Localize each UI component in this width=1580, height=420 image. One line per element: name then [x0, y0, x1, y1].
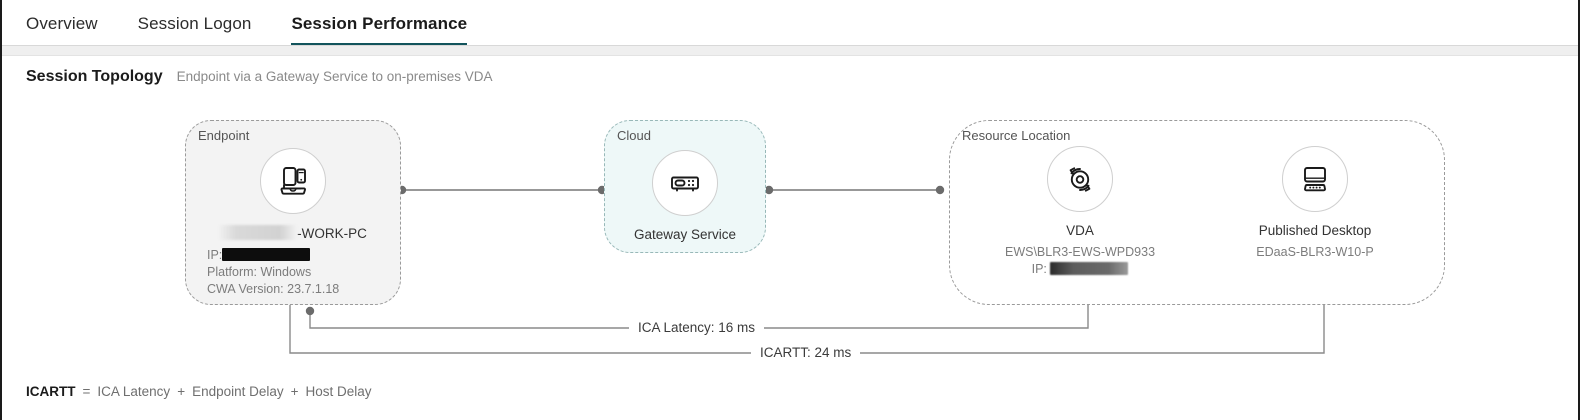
published-desktop-resource: EDaaS-BLR3-W10-P [1256, 245, 1374, 259]
node-gateway-service[interactable]: Gateway Service [585, 150, 785, 242]
ica-rtt-label: ICARTT: 24 ms [751, 345, 861, 360]
zone-resource-location: Resource Location [949, 120, 1445, 305]
published-desktop-title: Published Desktop [1258, 223, 1372, 238]
node-endpoint[interactable]: -WORK-PC IP: Platform: Windows CWA Versi… [193, 148, 393, 298]
zone-endpoint-label: Endpoint [198, 128, 250, 143]
monitor-keyboard-icon [1282, 146, 1348, 212]
formula-plus-2: + [290, 384, 299, 399]
formula-part-2: Endpoint Delay [192, 384, 284, 399]
page-title: Session Topology [26, 68, 163, 85]
tab-session-performance[interactable]: Session Performance [291, 14, 468, 46]
endpoint-cwa-version: CWA Version: 23.7.1.18 [207, 282, 340, 296]
tab-session-logon[interactable]: Session Logon [137, 14, 252, 33]
vda-details: EWS\BLR3-EWS-WPD933 IP: [980, 244, 1180, 278]
vda-ip-row: IP: [980, 261, 1180, 278]
devices-icon [260, 148, 326, 214]
vda-refresh-icon [1047, 146, 1113, 212]
endpoint-name: -WORK-PC [193, 225, 393, 241]
endpoint-ip-redaction [222, 248, 311, 261]
vda-ip-label: IP: [1031, 262, 1047, 276]
zone-cloud-label: Cloud [617, 128, 651, 143]
tab-overview[interactable]: Overview [26, 14, 98, 33]
tab-bar: Overview Session Logon Session Performan… [2, 0, 1578, 46]
vda-ip-redaction [1050, 262, 1129, 275]
vda-machine-name: EWS\BLR3-EWS-WPD933 [1004, 245, 1156, 259]
zone-resource-location-label: Resource Location [962, 128, 1071, 143]
gateway-device-icon [652, 150, 718, 216]
formula-part-1: ICA Latency [97, 384, 171, 399]
formula-part-3: Host Delay [305, 384, 372, 399]
section-header: Session Topology Endpoint via a Gateway … [26, 68, 493, 86]
node-published-desktop[interactable]: Published Desktop EDaaS-BLR3-W10-P [1215, 146, 1415, 261]
formula-term: ICARTT [26, 384, 76, 399]
page-subtitle: Endpoint via a Gateway Service to on-pre… [176, 69, 493, 84]
node-vda[interactable]: VDA EWS\BLR3-EWS-WPD933 IP: [980, 146, 1180, 278]
content-band-divider [2, 46, 1578, 56]
endpoint-name-redaction [219, 225, 298, 240]
endpoint-details: IP: Platform: Windows CWA Version: 23.7.… [193, 247, 393, 298]
tab-bar-divider [2, 45, 1578, 46]
formula-equals: = [82, 384, 91, 399]
icartt-formula: ICARTT = ICA Latency + Endpoint Delay + Host D… [26, 384, 372, 399]
endpoint-ip-label: IP: [207, 248, 223, 262]
endpoint-platform: Platform: Windows [207, 265, 312, 279]
vda-title: VDA [1066, 223, 1094, 238]
formula-plus-1: + [177, 384, 186, 399]
gateway-title: Gateway Service [633, 227, 737, 242]
endpoint-ip-row: IP: [207, 247, 393, 264]
ica-latency-label: ICA Latency: 16 ms [629, 320, 765, 335]
